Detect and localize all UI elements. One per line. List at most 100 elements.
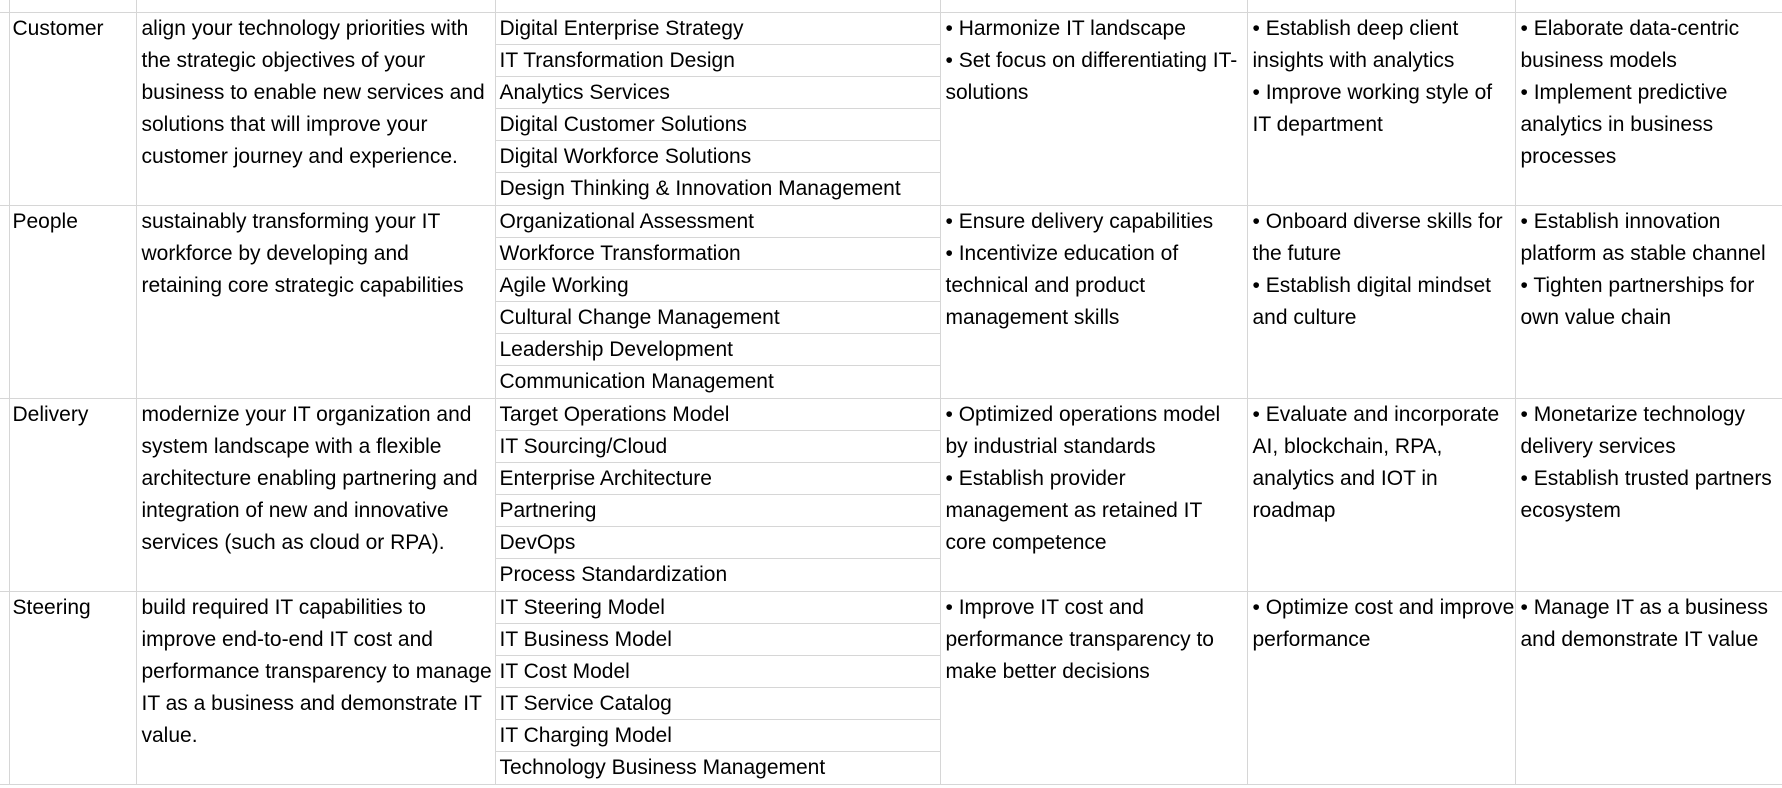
bullet-text: Incentivize education of technical and p…	[945, 242, 1179, 329]
description-text: build required IT capabilities to improv…	[141, 596, 492, 747]
bullet-icon: •	[945, 596, 953, 619]
service-item: Workforce Transformation	[495, 238, 940, 270]
description-text: sustainably transforming your IT workfor…	[141, 210, 464, 297]
bullet-icon: •	[1252, 274, 1260, 297]
gridline	[9, 0, 10, 12]
bullet-item: • Optimize cost and improve performance	[1253, 592, 1515, 656]
enable-cell[interactable]: • Establish deep client insights with an…	[1247, 12, 1516, 206]
bullet-item: • Tighten partnerships for own value cha…	[1521, 270, 1782, 334]
focus-cell[interactable]: • Harmonize IT landscape • Set focus on d…	[940, 12, 1248, 206]
previous-row-strip	[0, 0, 1782, 12]
bullet-text: Manage IT as a business and demonstrate …	[1520, 596, 1768, 651]
gridline	[940, 0, 941, 12]
bullet-icon: •	[1252, 17, 1260, 40]
bullet-icon: •	[1252, 403, 1260, 426]
service-item: Partnering	[495, 495, 940, 527]
bullet-text: Establish deep client insights with anal…	[1252, 17, 1459, 72]
service-item: Digital Workforce Solutions	[495, 141, 940, 173]
enable-list: • Evaluate and incorporate AI, blockchai…	[1253, 399, 1515, 527]
enable-list: • Optimize cost and improve performance	[1253, 592, 1515, 656]
bullet-icon: •	[945, 17, 953, 40]
bullet-text: Ensure delivery capabilities	[952, 210, 1214, 233]
service-item: IT Business Model	[495, 624, 940, 656]
row-gutter-cell[interactable]	[0, 591, 10, 785]
bullet-icon: •	[945, 210, 953, 233]
service-item: Agile Working	[495, 270, 940, 302]
enable-list: • Establish deep client insights with an…	[1253, 13, 1515, 141]
description-cell[interactable]: modernize your IT organization and syste…	[136, 398, 496, 592]
transform-list: • Monetarize technology delivery service…	[1521, 399, 1782, 527]
bullet-text: Harmonize IT landscape	[952, 17, 1186, 40]
service-item: Cultural Change Management	[495, 302, 940, 334]
bullet-icon: •	[1520, 17, 1528, 40]
bullet-item: • Establish trusted partners ecosystem	[1521, 463, 1782, 527]
bullet-icon: •	[1520, 210, 1528, 233]
transform-cell[interactable]: • Monetarize technology delivery service…	[1515, 398, 1782, 592]
bullet-item: • Establish deep client insights with an…	[1253, 13, 1515, 77]
service-item: Digital Customer Solutions	[495, 109, 940, 141]
bullet-item: • Incentivize education of technical and…	[946, 238, 1247, 334]
bullet-item: • Improve IT cost and performance transp…	[946, 592, 1247, 688]
service-item: Organizational Assessment	[495, 206, 940, 238]
service-item: IT Steering Model	[495, 592, 940, 624]
bullet-item: • Establish digital mindset and culture	[1253, 270, 1515, 334]
service-item: IT Charging Model	[495, 720, 940, 752]
service-item: Leadership Development	[495, 334, 940, 366]
description-cell[interactable]: align your technology priorities with th…	[136, 12, 496, 206]
focus-cell[interactable]: • Optimized operations model by industri…	[940, 398, 1248, 592]
bullet-item: • Set focus on differentiating IT-soluti…	[946, 45, 1247, 109]
category-label: Delivery	[12, 403, 89, 426]
bullet-text: Optimized operations model by industrial…	[945, 403, 1221, 458]
row-gutter-cell[interactable]	[0, 205, 10, 399]
row-gutter-cell[interactable]	[0, 398, 10, 592]
service-item: Process Standardization	[499, 563, 728, 586]
transform-cell[interactable]: • Manage IT as a business and demonstrat…	[1515, 591, 1782, 785]
service-item: DevOps	[495, 527, 940, 559]
service-item: Communication Management	[499, 370, 774, 393]
focus-list: • Harmonize IT landscape • Set focus on d…	[946, 13, 1247, 109]
bullet-icon: •	[1520, 467, 1528, 490]
focus-cell[interactable]: • Ensure delivery capabilities • Incentiv…	[940, 205, 1248, 399]
enable-cell[interactable]: • Evaluate and incorporate AI, blockchai…	[1247, 398, 1516, 592]
focus-cell[interactable]: • Improve IT cost and performance transp…	[940, 591, 1248, 785]
description-text: align your technology priorities with th…	[141, 17, 485, 168]
service-item: Analytics Services	[495, 77, 940, 109]
category-label: Customer	[12, 17, 104, 40]
table-row-delivery: Delivery modernize your IT organization …	[0, 398, 1782, 592]
category-cell[interactable]: Steering	[9, 591, 137, 785]
bullet-item: • Establish innovation platform as stabl…	[1521, 206, 1782, 270]
focus-list: • Improve IT cost and performance transp…	[946, 592, 1247, 688]
bullet-text: Improve working style of IT department	[1252, 81, 1493, 136]
service-item: IT Sourcing/Cloud	[495, 431, 940, 463]
category-cell[interactable]: Customer	[9, 12, 137, 206]
bullet-item: • Manage IT as a business and demonstrat…	[1521, 592, 1782, 656]
bullet-icon: •	[1252, 210, 1260, 233]
row-gutter-cell[interactable]	[0, 12, 10, 206]
bullet-item: • Optimized operations model by industri…	[946, 399, 1247, 463]
bullet-item: • Implement predictive analytics in busi…	[1521, 77, 1782, 173]
bullet-text: Evaluate and incorporate AI, blockchain,…	[1252, 403, 1500, 522]
bullet-item: • Evaluate and incorporate AI, blockchai…	[1253, 399, 1515, 527]
bullet-text: Set focus on differentiating IT-solution…	[945, 49, 1238, 104]
grid-body: Customer align your technology prioritie…	[0, 12, 1782, 785]
bullet-icon: •	[1252, 81, 1260, 104]
transform-cell[interactable]: • Establish innovation platform as stabl…	[1515, 205, 1782, 399]
service-item: Digital Enterprise Strategy	[495, 13, 940, 45]
bullet-text: Optimize cost and improve performance	[1252, 596, 1515, 651]
service-item: Target Operations Model	[495, 399, 940, 431]
bullet-item: • Improve working style of IT department	[1253, 77, 1515, 141]
enable-cell[interactable]: • Optimize cost and improve performance	[1247, 591, 1516, 785]
enable-cell[interactable]: • Onboard diverse skills for the future•…	[1247, 205, 1516, 399]
category-cell[interactable]: Delivery	[9, 398, 137, 592]
transform-cell[interactable]: • Elaborate data-centric business models…	[1515, 12, 1782, 206]
description-cell[interactable]: build required IT capabilities to improv…	[136, 591, 496, 785]
description-cell[interactable]: sustainably transforming your IT workfor…	[136, 205, 496, 399]
category-cell[interactable]: People	[9, 205, 137, 399]
